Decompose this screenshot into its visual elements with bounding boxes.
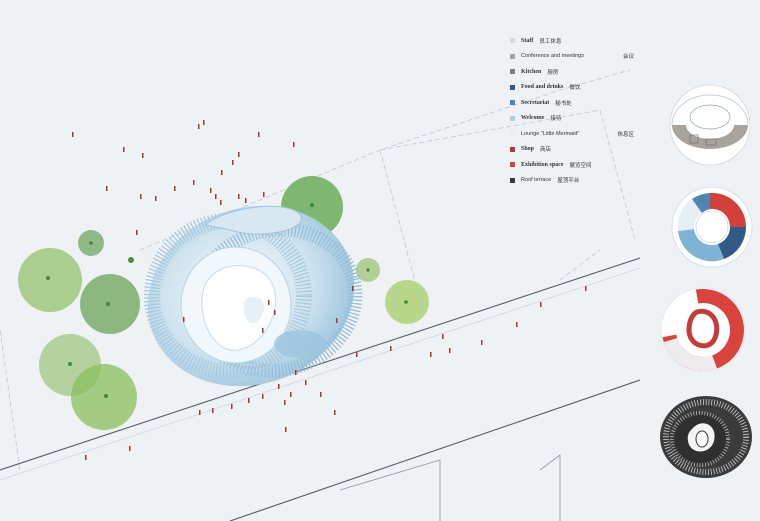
legend-label-cn: 会议 bbox=[622, 54, 634, 61]
legend-item: Food and drinks 餐饮 bbox=[510, 80, 660, 96]
legend-label: Shop bbox=[521, 146, 535, 153]
roof-terrace-plan bbox=[660, 396, 752, 478]
legend-item: Welcome 接待 bbox=[510, 111, 660, 127]
tree bbox=[128, 257, 134, 263]
road-lines bbox=[0, 257, 641, 521]
tree bbox=[71, 364, 137, 430]
legend-swatch bbox=[510, 69, 515, 75]
legend-item: Roof terrace 屋顶平台 bbox=[510, 173, 660, 189]
food-secretariat-plan bbox=[671, 186, 753, 268]
legend-label: Conference and meetings bbox=[521, 53, 584, 60]
legend-label: Kitchen bbox=[521, 68, 542, 75]
legend-label-cn: 展览空间 bbox=[569, 162, 592, 169]
legend-label: Food and drinks bbox=[521, 84, 564, 91]
staff-kitchen-plan bbox=[669, 84, 751, 166]
legend-swatch bbox=[510, 177, 515, 183]
legend-label-cn: 接待 bbox=[550, 116, 562, 123]
legend-swatch bbox=[510, 131, 515, 137]
legend-label: Exhibition space bbox=[521, 161, 564, 168]
legend-label: Secretariat bbox=[521, 99, 550, 106]
trees bbox=[18, 176, 429, 430]
legend-item: Conference and meetings 会议 bbox=[510, 49, 660, 65]
legend-item: Staff 员工休息 bbox=[510, 33, 660, 49]
legend-item: Secretariat 秘书处 bbox=[510, 95, 660, 111]
tree bbox=[18, 248, 82, 312]
legend-item: Lounge "Little Mermaid" 休息区 bbox=[510, 126, 660, 142]
legend-item: Shop 商店 bbox=[510, 142, 660, 158]
legend-label-cn: 餐饮 bbox=[569, 85, 581, 92]
legend-label: Welcome bbox=[521, 115, 545, 122]
legend-swatch bbox=[510, 53, 515, 59]
legend-swatch bbox=[510, 100, 515, 106]
legend-item: Exhibition space 展览空间 bbox=[510, 157, 660, 173]
legend-swatch bbox=[510, 146, 515, 152]
legend-label-cn: 员工休息 bbox=[539, 38, 562, 45]
legend-item: Kitchen 厨房 bbox=[510, 64, 660, 80]
site-lines bbox=[0, 69, 636, 471]
legend-label-cn: 商店 bbox=[540, 147, 552, 154]
legend-label: Staff bbox=[521, 37, 534, 44]
pavilion-building bbox=[144, 205, 363, 387]
legend-swatch bbox=[510, 162, 515, 168]
legend-label-cn: 休息区 bbox=[617, 131, 634, 138]
program-legend: Staff 员工休息 Conference and meetings 会议 Kitche… bbox=[510, 33, 660, 188]
people bbox=[72, 120, 587, 460]
legend-swatch bbox=[510, 84, 515, 90]
legend-label-cn: 屋顶平台 bbox=[557, 178, 580, 185]
legend-swatch bbox=[510, 115, 515, 121]
legend-label: Lounge "Little Mermaid" bbox=[521, 130, 580, 137]
legend-swatch bbox=[510, 38, 515, 44]
legend-label-cn: 厨房 bbox=[547, 69, 559, 76]
legend-label-cn: 秘书处 bbox=[555, 100, 572, 107]
legend-label: Roof terrace bbox=[521, 177, 552, 184]
exhibition-plan bbox=[660, 287, 746, 373]
